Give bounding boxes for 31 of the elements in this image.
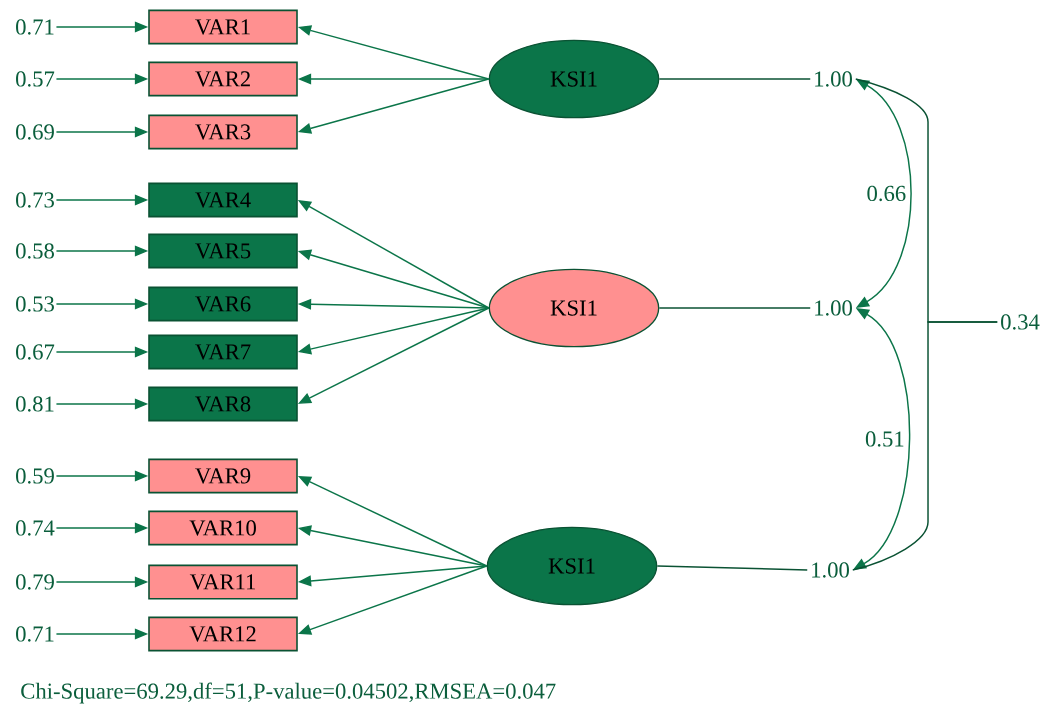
error-variance-label: 0.73: [16, 192, 54, 208]
variable-box: VAR9: [148, 458, 298, 494]
error-variance-label: 0.71: [16, 626, 54, 642]
error-variance-label: 0.57: [16, 71, 55, 87]
error-variance-label: 0.74: [16, 520, 55, 536]
variance-label: 1.00: [815, 300, 852, 316]
edge-label: 0.66: [865, 184, 908, 203]
error-variance-label: 0.79: [16, 574, 54, 590]
error-variance-label: 0.69: [16, 124, 54, 140]
error-variance-label: 0.71: [16, 19, 54, 35]
variable-box: VAR2: [148, 61, 298, 97]
error-variance-label: 0.53: [16, 296, 54, 312]
variable-box: VAR8: [148, 386, 298, 422]
error-variance-label: 0.67: [16, 344, 55, 360]
variable-box: VAR10: [148, 510, 298, 546]
covariance-label: 0.34: [1001, 314, 1040, 330]
variance-label: 1.00: [812, 562, 849, 578]
variable-box: VAR7: [148, 334, 298, 370]
edge-label: 0.51: [863, 429, 906, 449]
fit-statistics: Chi-Square=69.29,df=51,P-value=0.04502,RMSEA=0.047: [21, 682, 556, 704]
variance-label: 1.00: [815, 71, 852, 87]
variable-box: VAR1: [148, 9, 298, 45]
variable-box: VAR11: [148, 564, 298, 600]
variable-box: VAR6: [148, 286, 298, 322]
variable-box: VAR3: [148, 114, 298, 150]
error-variance-label: 0.58: [16, 243, 54, 259]
variable-box: VAR12: [148, 616, 298, 652]
error-variance-label: 0.81: [16, 396, 54, 412]
variable-box: VAR4: [148, 182, 298, 218]
error-variance-label: 0.59: [16, 468, 54, 484]
variable-box: VAR5: [148, 233, 298, 269]
